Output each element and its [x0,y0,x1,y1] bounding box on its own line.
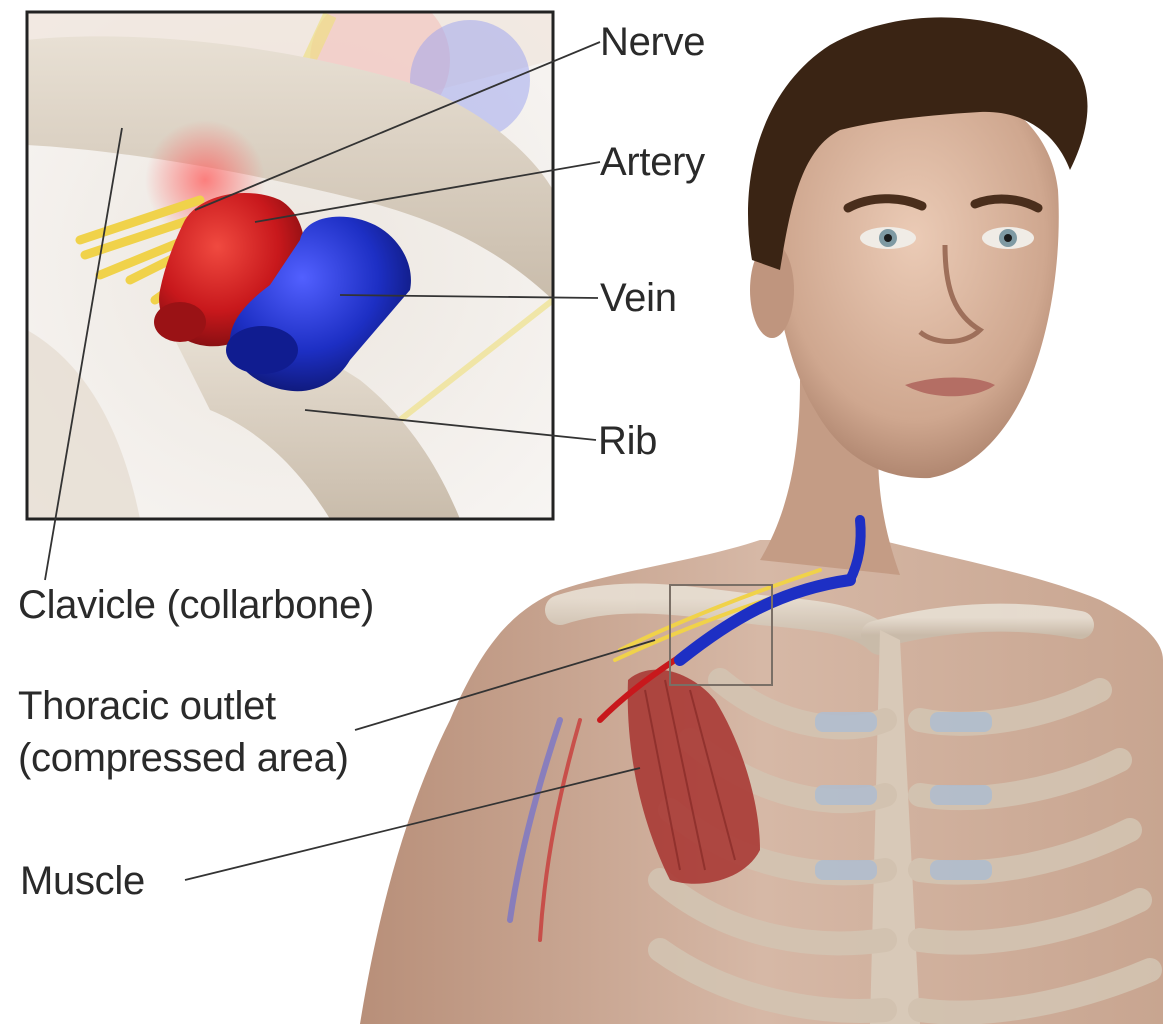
label-compressed-area: (compressed area) [18,735,349,781]
label-muscle: Muscle [20,858,145,904]
label-thoracic-outlet: Thoracic outlet [18,683,276,729]
inset-closeup [27,0,553,519]
label-rib: Rib [598,418,657,464]
label-vein: Vein [600,275,677,321]
label-nerve: Nerve [600,19,705,65]
label-artery: Artery [600,139,705,185]
label-clavicle: Clavicle (collarbone) [18,582,374,628]
